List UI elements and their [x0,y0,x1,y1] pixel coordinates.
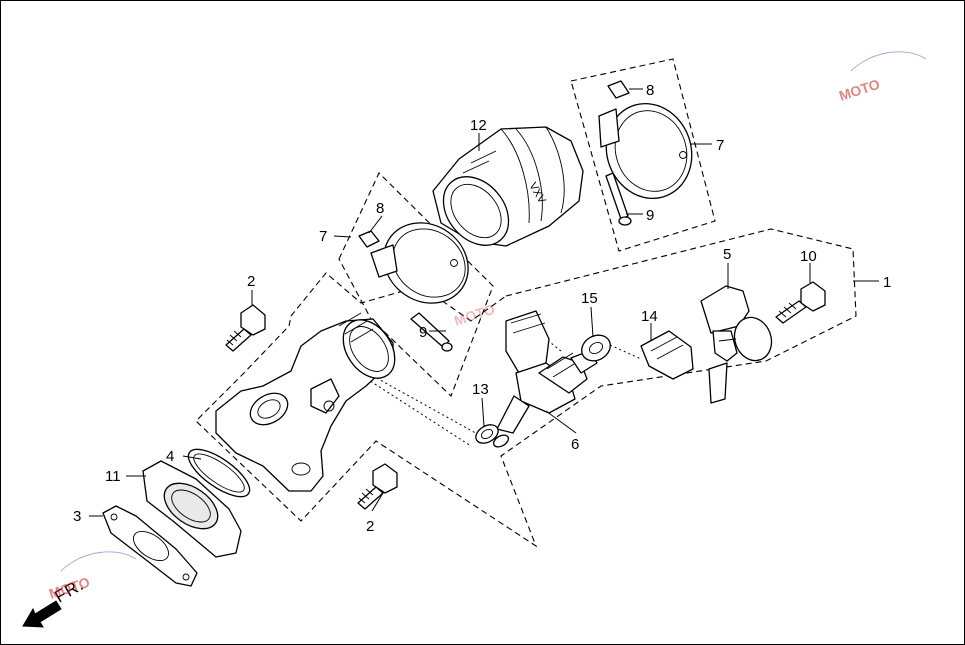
callout-7-right: 7 [716,137,724,154]
throttle-body-part-1 [215,312,396,492]
callout-8-left: 8 [376,200,384,217]
gasket-part-3 [102,505,198,587]
bolt-part-10 [775,281,826,324]
callout-6: 6 [571,436,579,453]
svg-text:MOTO: MOTO [452,301,497,329]
callout-13: 13 [472,381,489,398]
clamp-7-right-outline [570,58,716,252]
leader-lines [89,88,879,517]
clamp-nut-part-8-left [358,230,380,248]
callout-3: 3 [73,508,81,525]
callout-2-upper: 2 [247,273,255,290]
callout-7-left: 7 [319,228,327,245]
intake-boot-part-12: VXV [432,126,584,247]
clamp-screw-part-9-left [410,312,453,352]
fuel-injector-part-6 [492,310,598,448]
bolt-part-2-upper [225,304,266,352]
clamp-nut-part-8-right [607,80,630,99]
callout-14: 14 [641,308,658,325]
front-arrow-icon [22,600,62,628]
assembly-1-outline [195,228,857,548]
hose-clamp-part-7-left [370,222,469,304]
callout-9-right: 9 [646,207,654,224]
clamp-7-left-outline [338,172,494,397]
callout-11: 11 [105,468,121,485]
o-ring-part-4 [187,448,251,498]
watermark-bottom-left: MOTO [47,551,137,602]
callout-2-lower: 2 [366,518,374,535]
callout-4: 4 [166,448,174,465]
alignment-line-c [600,340,642,360]
hose-clamp-part-7-right [598,103,693,199]
callout-9-left: 9 [419,324,427,341]
callout-15: 15 [581,290,598,307]
clamp-screw-part-9-right [605,172,632,226]
clip-part-14 [640,330,694,380]
seal-part-13 [475,424,499,444]
seal-part-15 [581,334,611,362]
callout-10: 10 [800,248,817,265]
callout-12: 12 [470,117,487,134]
svg-text:MOTO: MOTO [837,76,882,104]
bolt-part-2-lower [357,463,398,510]
callout-1: 1 [883,274,891,291]
callout-8-right: 8 [646,82,654,99]
fuel-joint-part-5 [700,285,773,404]
watermark-top-right: MOTO [837,51,927,104]
insulator-part-11 [142,460,242,558]
callout-5: 5 [723,246,731,263]
watermark-center: MOTO [452,301,497,329]
